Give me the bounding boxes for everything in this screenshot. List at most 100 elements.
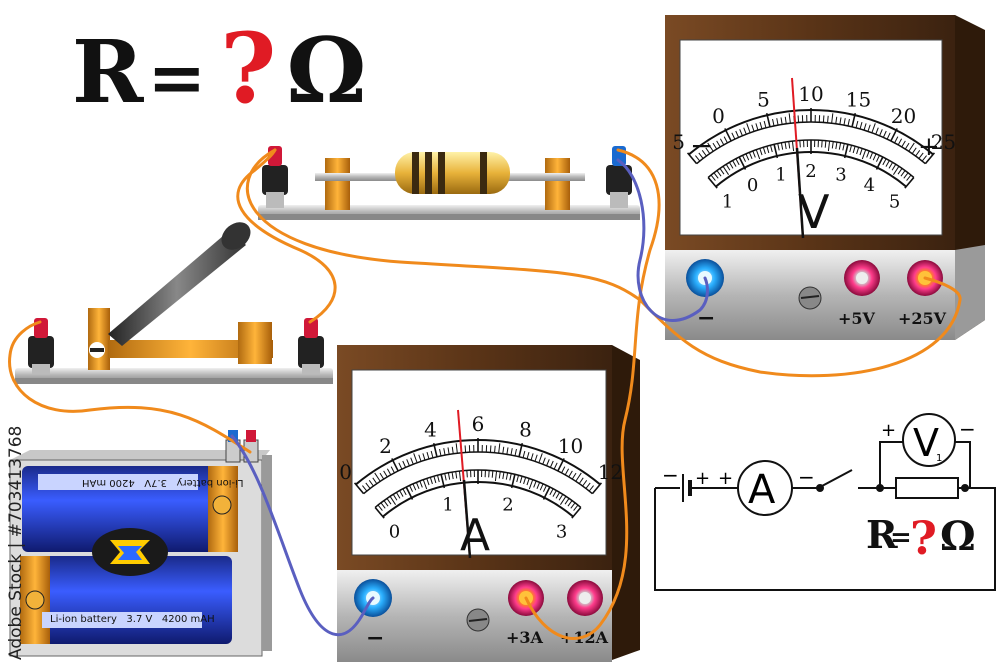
- ammeter-tick-top: [588, 485, 594, 492]
- ammeter-bottom-scale-label: 3: [556, 521, 567, 542]
- ammeter-zero-adjust-screw[interactable]: [466, 608, 490, 632]
- voltmeter-bottom-scale-label: 1: [775, 165, 786, 186]
- ammeter-tick-bottom: [523, 477, 527, 485]
- ammeter-tick-bottom: [380, 502, 386, 509]
- switch-left-post[interactable]: [28, 318, 54, 374]
- voltmeter-tick-top: [894, 136, 899, 144]
- ammeter-tick-bottom: [402, 488, 407, 496]
- ammeter-tick-top: [518, 442, 524, 457]
- ammeter-tick-bottom: [383, 500, 389, 507]
- ammeter-tick-bottom: [433, 476, 437, 484]
- switch-lever[interactable]: [108, 230, 246, 346]
- ammeter-terminal-12a[interactable]: [567, 580, 603, 616]
- resistor-right-post[interactable]: [606, 146, 632, 208]
- ammeter-tick-top: [383, 470, 388, 478]
- ammeter-tick-bottom: [447, 472, 451, 480]
- voltmeter-terminal-5v-label: +5V: [838, 309, 876, 328]
- ammeter-tick-top: [410, 457, 414, 465]
- voltmeter-tick-top: [859, 122, 863, 130]
- ammeter-tick-bottom: [386, 498, 392, 505]
- voltmeter-scale-arc: [696, 121, 926, 165]
- circuit-schematic: [654, 413, 996, 591]
- ammeter-tick-bottom: [494, 471, 498, 482]
- schematic-ammeter-symbol: A: [748, 467, 776, 513]
- voltmeter-tick-bottom: [843, 144, 849, 159]
- voltmeter-tick-bottom: [745, 153, 750, 161]
- voltmeter-tick-bottom: [885, 160, 890, 167]
- voltmeter-tick-top: [831, 113, 834, 124]
- voltmeter-tick-top: [705, 147, 711, 154]
- ammeter-tick-top: [506, 447, 509, 455]
- voltmeter-tick-bottom: [735, 158, 740, 166]
- ammeter-tick-bottom: [440, 474, 446, 489]
- ammeter-tick-bottom: [555, 492, 561, 499]
- ammeter-tick-top: [522, 450, 526, 458]
- voltmeter-tick-top: [835, 116, 838, 124]
- voltmeter-tick-top: [871, 123, 876, 133]
- voltmeter-tick-top: [695, 155, 701, 162]
- voltmeter-tick-bottom: [852, 146, 856, 154]
- voltmeter-zero-adjust-screw[interactable]: [798, 286, 822, 310]
- ammeter-tick-bottom: [419, 480, 423, 488]
- ammeter-tick-top: [372, 477, 378, 484]
- voltmeter-tick-bottom: [842, 143, 845, 151]
- ammeter-tick-top: [557, 458, 565, 472]
- voltmeter-tick-top: [855, 120, 859, 128]
- ammeter-tick-bottom: [491, 470, 494, 478]
- voltmeter-tick-bottom: [906, 174, 912, 181]
- voltmeter-top-scale-label: 25: [931, 130, 956, 154]
- ammeter-tick-bottom: [564, 498, 570, 505]
- voltmeter-tick-bottom: [780, 142, 784, 150]
- ammeter-tick-top: [432, 442, 438, 457]
- ammeter-tick-top: [578, 477, 584, 484]
- schematic-voltmeter-symbol: V: [913, 421, 939, 465]
- knife-switch[interactable]: [15, 217, 333, 384]
- voltmeter-tick-top: [724, 128, 732, 142]
- ammeter-top-scale-label: 0: [339, 460, 352, 484]
- voltmeter-tick-bottom: [742, 155, 746, 162]
- ammeter-tick-bottom: [412, 483, 417, 491]
- ammeter-tick-top: [510, 448, 513, 456]
- voltmeter-bottom-scale-label: 4: [864, 175, 875, 196]
- schematic-voltmeter: [902, 413, 956, 467]
- voltmeter-tick-bottom: [900, 170, 906, 177]
- voltmeter-tick-bottom: [888, 162, 894, 169]
- voltmeter-tick-top: [719, 138, 725, 146]
- battery-pack: [9, 430, 272, 657]
- ammeter-tick-bottom: [392, 494, 398, 501]
- voltmeter-tick-bottom: [903, 172, 909, 179]
- voltmeter-tick-bottom: [762, 147, 766, 155]
- ammeter-tick-bottom: [567, 500, 573, 507]
- ammeter-tick-top: [582, 480, 588, 487]
- voltmeter-tick-top: [918, 152, 924, 159]
- voltmeter-tick-bottom: [732, 160, 737, 167]
- voltmeter-tick-top: [904, 142, 910, 150]
- battery-bottom-label: Li-ion battery 3.7 V 4200 mAH: [50, 614, 215, 625]
- voltmeter-tick-top: [784, 116, 787, 124]
- ammeter-tick-bottom: [444, 473, 447, 481]
- voltmeter-tick-top: [788, 113, 791, 124]
- voltmeter-tick-top: [827, 115, 829, 123]
- wires: [8, 148, 962, 641]
- voltmeter-tick-top: [890, 128, 898, 142]
- ammeter-tick-bottom: [528, 479, 534, 490]
- ammeter-tick-top: [561, 466, 566, 474]
- voltmeter-tick-bottom: [876, 155, 880, 162]
- ammeter-tick-bottom: [389, 496, 396, 505]
- voltmeter-tick-top: [901, 140, 906, 148]
- voltmeter-tick-top: [915, 150, 921, 157]
- voltmeter-tick-bottom: [719, 168, 725, 175]
- voltmeter-tick-top: [882, 130, 887, 138]
- svg-text:R: R: [866, 512, 898, 557]
- voltmeter-tick-top: [875, 127, 879, 135]
- voltmeter-tick-bottom: [738, 156, 747, 170]
- voltmeter-tick-bottom: [831, 141, 834, 149]
- switch-right-post[interactable]: [298, 318, 324, 374]
- schematic-battery-plus: +: [695, 468, 710, 489]
- voltmeter-tick-bottom: [791, 141, 795, 152]
- ammeter-tick-bottom: [516, 475, 519, 483]
- voltmeter-terminal-5v[interactable]: [844, 260, 880, 296]
- ammeter-tick-bottom: [519, 476, 523, 484]
- ammeter-tick-bottom: [539, 483, 544, 491]
